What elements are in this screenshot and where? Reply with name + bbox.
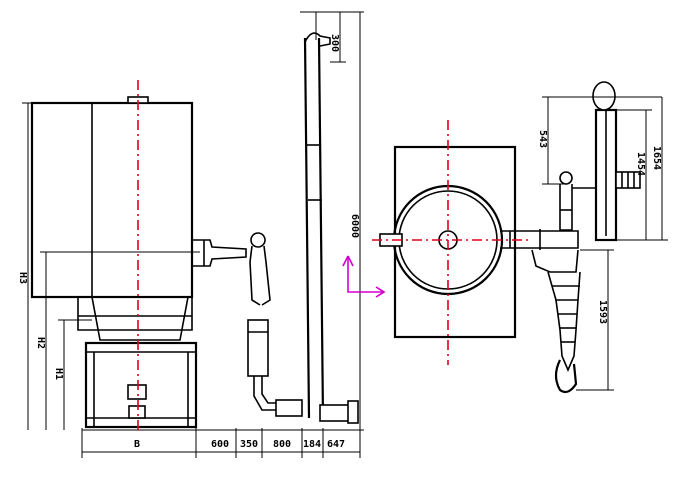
fan-housing xyxy=(319,404,351,422)
fan-motor xyxy=(347,400,359,424)
top-view-discharge-elbow xyxy=(554,359,578,394)
dim-184-label: 184 xyxy=(303,439,321,450)
dim-6000-label: 6000 xyxy=(349,214,360,238)
dim-600-label: 600 xyxy=(211,439,229,450)
dim-300-label: 300 xyxy=(329,34,340,52)
top-view-outlet-pipe xyxy=(500,230,579,249)
dim-543-label: 543 xyxy=(537,130,548,148)
h1-label: H1 xyxy=(53,368,64,380)
h2-label: H2 xyxy=(35,337,46,349)
stack-left xyxy=(303,37,311,419)
cyclone-body xyxy=(247,319,269,377)
top-view-cyclone-shell xyxy=(531,249,579,273)
h3-label: H3 xyxy=(17,272,28,284)
dim-1593-label: 1593 xyxy=(597,300,608,324)
drive-box-lower xyxy=(128,405,146,419)
front-view xyxy=(30,32,364,432)
dim-350-label: 350 xyxy=(240,439,258,450)
side-outlet xyxy=(192,239,247,267)
stack-right xyxy=(317,37,325,419)
top-dimensions: 543 1454 1654 1593 xyxy=(537,96,668,391)
cyclone-upper-pipe-2 xyxy=(261,245,271,306)
dim-647-label: 647 xyxy=(327,439,345,450)
view-direction-arrow xyxy=(342,255,386,298)
dim-1454-label: 1454 xyxy=(635,152,646,176)
tank-cone xyxy=(91,296,189,341)
cyclone-head xyxy=(250,232,266,248)
top-view-tower-cap xyxy=(592,81,616,111)
top-view-collector-head xyxy=(559,171,573,185)
stack-cap xyxy=(304,32,331,47)
tank-skirt xyxy=(32,296,193,331)
tank-body xyxy=(30,101,194,299)
dim-1654-label: 1654 xyxy=(651,146,662,170)
cyclone-tail-2 xyxy=(261,376,300,404)
top-view xyxy=(372,81,641,394)
support-frame xyxy=(84,341,198,429)
top-view-cyclone-cone xyxy=(547,271,581,373)
cyclone-upper-pipe xyxy=(249,245,261,306)
top-view-collector-riser xyxy=(559,184,573,231)
front-dimensions: H3 H2 H1 B 600 350 800 184 647 300 6000 xyxy=(17,11,364,458)
return-duct xyxy=(275,399,303,417)
drive-box-upper xyxy=(127,384,147,400)
width-b-label: B xyxy=(134,439,140,450)
dim-800-label: 800 xyxy=(273,439,291,450)
